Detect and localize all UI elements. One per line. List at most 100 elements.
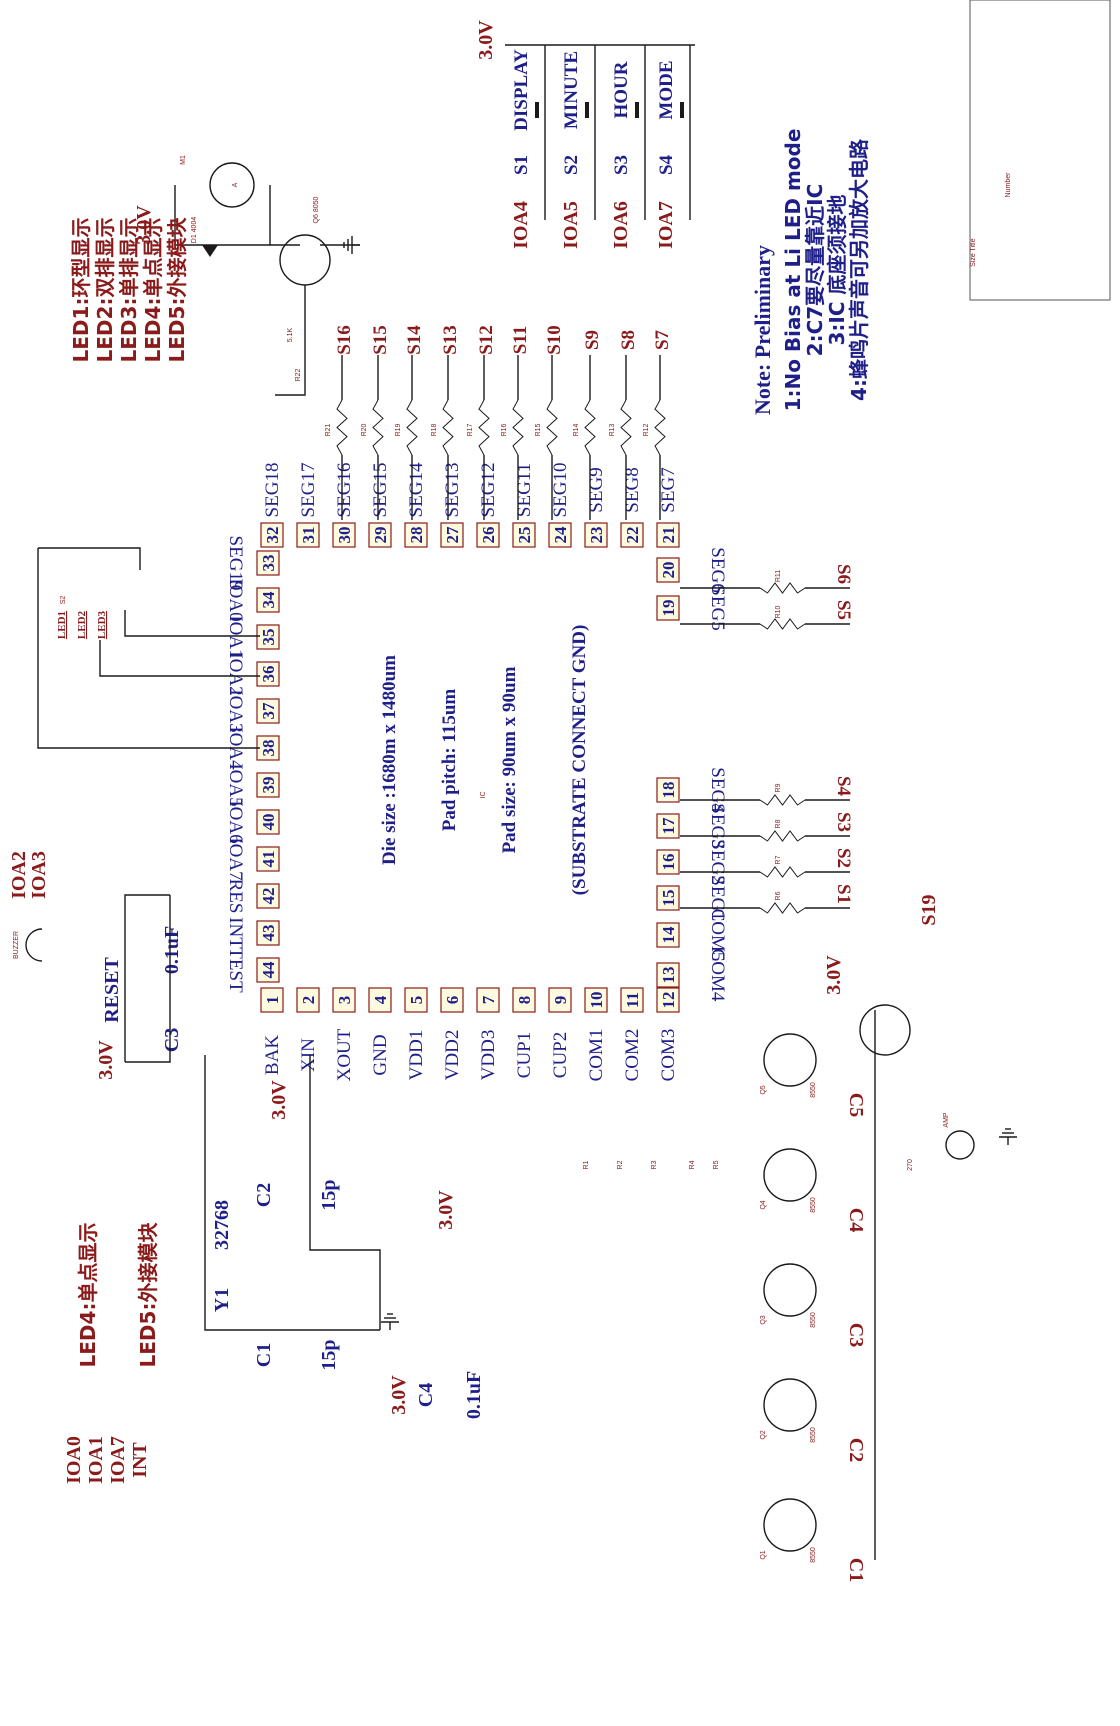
seg-resistor-R10	[759, 618, 806, 630]
switch-function-S2: MINUTE	[561, 51, 582, 129]
ic-pin-number-42: 42	[259, 888, 278, 905]
com-label-C3: C3	[845, 1323, 867, 1347]
ic-pin-number-21: 21	[659, 527, 678, 544]
led-mode-2: LED2:双排显示	[93, 218, 117, 363]
amp-load-symbol	[945, 1130, 975, 1160]
switch-function-S4: MODE	[656, 60, 677, 119]
led-switch-name: S2	[60, 596, 67, 605]
seg-resistor-R12	[654, 399, 666, 456]
com-label-C1: C1	[845, 1558, 867, 1582]
bottom-io-IOA1: IOA1	[85, 1436, 107, 1484]
ic-pin-name-40: IOA6	[225, 800, 246, 843]
ic-pin-number-24: 24	[551, 526, 570, 544]
ic-pin-name-19: SEG5	[707, 585, 728, 630]
ic-pin-box-12	[656, 987, 680, 1013]
cap-c2-name: C2	[253, 1183, 275, 1207]
seg-resistor-R9	[759, 794, 806, 806]
ic-pin-number-31: 31	[299, 527, 318, 544]
ic-pin-name-35: IOA1	[225, 615, 246, 658]
supply-bak: 3.0V	[268, 1080, 290, 1120]
switch-plunger-S3	[635, 102, 639, 118]
ic-pin-number-26: 26	[479, 527, 498, 544]
ic-pin-box-7	[476, 987, 500, 1013]
ic-pin-name-21: SEG7	[658, 467, 679, 512]
ic-pin-box-35	[256, 624, 280, 650]
buzzer-port-IOA2: IOA2	[8, 851, 30, 899]
ic-pin-number-43: 43	[259, 925, 278, 942]
ic-pin-name-1: BAK	[262, 1035, 283, 1075]
ic-pin-number-1: 1	[263, 996, 282, 1005]
com-label-C5: C5	[845, 1093, 867, 1117]
ic-pin-name-6: VDD2	[442, 1030, 463, 1081]
ic-pin-box-21	[656, 522, 680, 548]
com-res-name-R1: R1	[583, 1160, 590, 1169]
notes-title: Note: Preliminary	[750, 245, 775, 415]
amp-load-res: 270	[907, 1159, 914, 1171]
ic-info-2: Pad size: 90um x 90um	[499, 666, 520, 853]
seg-res-label-R13: R13	[609, 423, 616, 436]
ic-pin-number-15: 15	[659, 890, 678, 907]
led-tab-LED1: LED1	[56, 611, 68, 639]
seg-resistor-R20	[372, 399, 384, 456]
seg-resistor-R16	[512, 399, 524, 456]
com-transistor-Q1	[763, 1498, 817, 1552]
ic-pin-box-3	[332, 987, 356, 1013]
switch-name-S2: S2	[561, 155, 582, 175]
title-block	[969, 0, 1111, 301]
ic-pin-box-8	[512, 987, 536, 1013]
ic-pin-box-9	[548, 987, 572, 1013]
seg-resistor-R17	[478, 399, 490, 456]
switch-plunger-S1	[535, 102, 539, 118]
ic-pin-name-2: XIN	[298, 1038, 319, 1072]
ic-pin-number-13: 13	[659, 967, 678, 984]
ic-pin-name-10: COM1	[586, 1029, 607, 1082]
ic-pin-number-29: 29	[371, 527, 390, 544]
com-transistor-Q3	[763, 1263, 817, 1317]
amp-load-name: AMP	[943, 1112, 950, 1128]
led-select-wire	[37, 548, 260, 749]
ic-pin-box-32	[260, 522, 284, 548]
seg-resistor-R15	[546, 399, 558, 456]
ic-pin-number-38: 38	[259, 740, 278, 757]
com-transistor-name-Q4: Q4	[760, 1200, 767, 1209]
led-select-wire	[38, 547, 141, 570]
bottom-io-INT: INT	[129, 1442, 151, 1478]
reset-cap-value: 0.1uF	[161, 926, 183, 974]
ic-pin-name-41: IOA7	[225, 837, 246, 880]
ic-pin-box-42	[256, 883, 280, 909]
transistor-Q6	[279, 234, 331, 286]
ic-pin-number-39: 39	[259, 777, 278, 794]
ic-pin-box-4	[368, 987, 392, 1013]
led-select-wire	[124, 610, 260, 637]
ic-pin-box-13	[656, 962, 680, 988]
seg-res-label-R11: R11	[775, 570, 782, 582]
seg-resistor-R13	[620, 399, 632, 456]
switch-plunger-S2	[585, 102, 589, 118]
crystal-wire	[309, 1055, 381, 1330]
ic-pin-name-39: IOA5	[225, 763, 246, 806]
ic-pin-name-23: SEG9	[586, 467, 607, 512]
ic-pin-number-34: 34	[259, 591, 278, 609]
amp-transistor	[859, 1004, 911, 1056]
ic-pin-name-14: COM5	[707, 909, 728, 962]
com-transistor-Q2	[763, 1378, 817, 1432]
seg-output-S8: S8	[618, 330, 639, 350]
seg-res-label-R21: R21	[325, 423, 332, 436]
ic-pin-box-25	[512, 522, 536, 548]
com-res-name-R4: R4	[689, 1160, 696, 1169]
ic-pin-name-13: COM4	[707, 949, 728, 1002]
ic-pin-name-8: CUP1	[514, 1032, 535, 1078]
bottom-led5: LED5:外接模块	[136, 1222, 160, 1368]
led-mode-3: LED3:单排显示	[117, 218, 141, 363]
seg-resistor-R18	[442, 399, 454, 456]
title-block-title: Title	[970, 238, 977, 251]
seg-output-S7: S7	[652, 329, 673, 350]
ic-pin-name-33: SEG19	[225, 536, 246, 591]
com-res-name-R2: R2	[617, 1160, 624, 1169]
ic-pin-name-16: SEG2	[707, 839, 728, 884]
ic-pin-box-5	[404, 987, 428, 1013]
ic-pin-number-36: 36	[259, 666, 278, 683]
ic-pin-number-20: 20	[659, 562, 678, 579]
ic-pin-number-32: 32	[263, 527, 282, 544]
ic-pin-name-24: SEG10	[550, 463, 571, 518]
